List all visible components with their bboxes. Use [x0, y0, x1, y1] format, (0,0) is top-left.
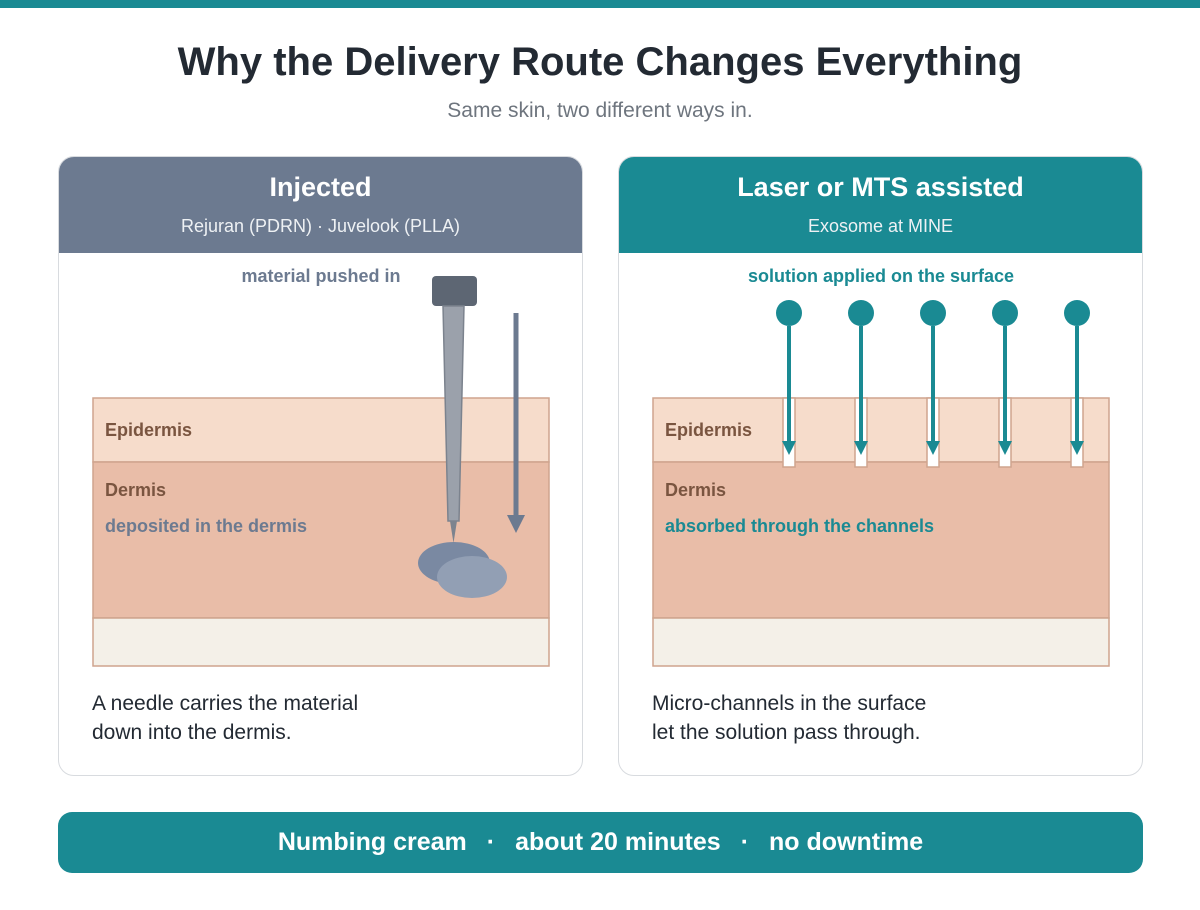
arrow-down-icon	[1070, 441, 1084, 455]
info-duration: about 20 minutes	[515, 828, 721, 856]
dermis-note: deposited in the dermis	[105, 516, 307, 536]
laser-panel-header: Laser or MTS assisted Exosome at MINE	[619, 157, 1142, 253]
injected-caption-line1: A needle carries the material	[92, 692, 359, 715]
droplet-icon	[1064, 300, 1090, 326]
laser-panel-subtitle: Exosome at MINE	[807, 216, 954, 236]
laser-top-label: solution applied on the surface	[748, 266, 1014, 286]
droplet-icon	[992, 300, 1018, 326]
laser-caption: Micro-channels in the surface let the so…	[652, 689, 1112, 747]
droplet-icon	[848, 300, 874, 326]
arrow-down-icon	[782, 441, 796, 455]
droplet-icon	[776, 300, 802, 326]
droplet-arrow	[776, 300, 802, 455]
subcutis-layer	[652, 617, 1110, 667]
dermis-label: Dermis	[665, 480, 726, 500]
arrow-down-icon	[926, 441, 940, 455]
info-downtime: no downtime	[769, 828, 924, 856]
info-separator: ·	[486, 828, 496, 856]
subcutis-layer	[92, 617, 550, 667]
epidermis-label: Epidermis	[105, 420, 192, 440]
needle-icon	[432, 276, 477, 543]
deposit-blob-front	[437, 556, 507, 598]
dermis-label: Dermis	[105, 480, 166, 500]
arrow-down-icon	[998, 441, 1012, 455]
injected-skin-diagram: Epidermis Dermis deposited in the dermis…	[92, 266, 550, 667]
laser-caption-line1: Micro-channels in the surface	[652, 692, 927, 715]
laser-caption-line2: let the solution pass through.	[652, 721, 921, 744]
epidermis-label: Epidermis	[665, 420, 752, 440]
epidermis-layer	[92, 397, 550, 463]
injected-caption-line2: down into the dermis.	[92, 721, 292, 744]
info-numbing: Numbing cream	[277, 828, 467, 856]
droplet-icon	[920, 300, 946, 326]
injected-panel: Injected Rejuran (PDRN) · Juvelook (PLLA…	[58, 156, 583, 776]
arrow-down-icon	[854, 441, 868, 455]
droplet-arrow	[848, 300, 874, 455]
droplet-arrow	[920, 300, 946, 455]
injected-panel-header: Injected Rejuran (PDRN) · Juvelook (PLLA…	[59, 157, 582, 253]
droplet-arrow	[1064, 300, 1090, 455]
top-accent-bar	[0, 0, 1200, 8]
injected-panel-title: Injected	[269, 172, 372, 202]
laser-skin-diagram: Epidermis Dermis absorbed through the ch…	[652, 266, 1110, 667]
laser-panel-title: Laser or MTS assisted	[737, 172, 1024, 202]
push-down-arrow-icon	[507, 313, 525, 533]
droplet-arrow	[992, 300, 1018, 455]
injected-top-label: material pushed in	[241, 266, 400, 286]
page-title: Why the Delivery Route Changes Everythin…	[177, 40, 1023, 84]
info-separator: ·	[740, 828, 750, 856]
dermis-note: absorbed through the channels	[665, 516, 934, 536]
laser-panel: Laser or MTS assisted Exosome at MINE Ep…	[618, 156, 1143, 776]
info-bar: Numbing cream · about 20 minutes · no do…	[58, 812, 1143, 873]
injected-panel-subtitle: Rejuran (PDRN) · Juvelook (PLLA)	[180, 216, 461, 236]
page-subtitle: Same skin, two different ways in.	[447, 99, 753, 122]
injected-caption: A needle carries the material down into …	[92, 689, 552, 747]
